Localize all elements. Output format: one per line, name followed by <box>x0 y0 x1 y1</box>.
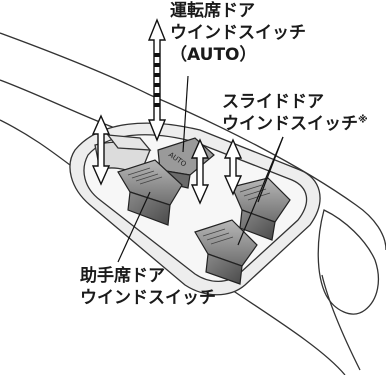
leader-lines <box>117 75 284 263</box>
slide-label-line2-wrap: ウインドスイッチ※ <box>222 113 368 135</box>
driver-label-line2: ウインドスイッチ <box>170 23 306 43</box>
passenger-switch-arrow <box>91 114 111 186</box>
slide-door-window-switch-label: スライドドア ウインドスイッチ※ <box>222 91 368 135</box>
slide-label-note: ※ <box>358 114 368 126</box>
passenger-label-line2: ウインドスイッチ <box>80 288 216 308</box>
slide-door-switch-right <box>231 177 291 241</box>
slide-door-switch-left <box>194 219 258 285</box>
passenger-window-switch <box>117 159 183 226</box>
driver-window-switch-label: 運転席ドア ウインドスイッチ （AUTO） <box>170 0 306 66</box>
passenger-label-line1: 助手席ドア <box>80 266 165 286</box>
driver-switch-arrow <box>147 18 167 142</box>
driver-label-line1: 運転席ドア <box>170 1 255 21</box>
slide-label-line2: ウインドスイッチ <box>222 114 358 134</box>
slide-label-line1: スライドドア <box>222 92 324 112</box>
slide-switch-arrow <box>223 138 243 196</box>
center-switch-arrow <box>190 138 210 205</box>
driver-label-line3: （AUTO） <box>170 45 257 65</box>
passenger-window-switch-label: 助手席ドア ウインドスイッチ <box>80 265 216 309</box>
